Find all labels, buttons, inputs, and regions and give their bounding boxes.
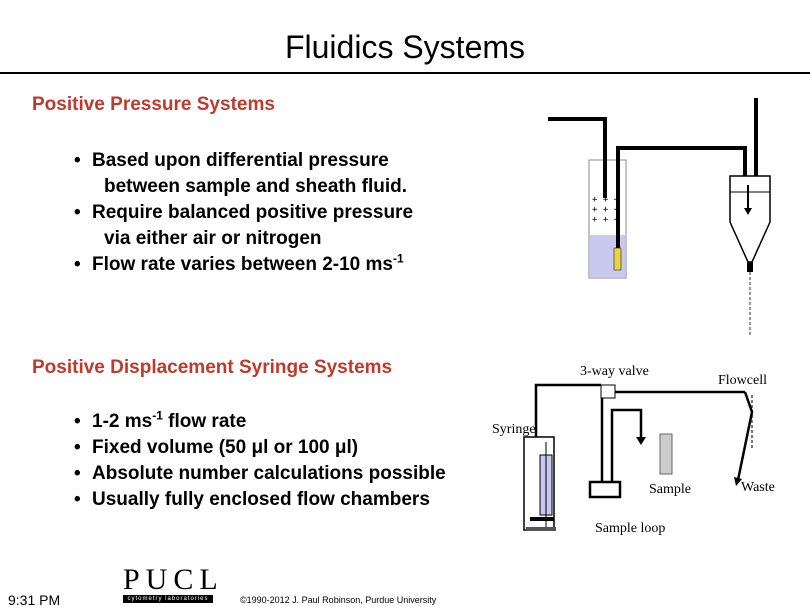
waste-arrow-icon [734,477,742,486]
syringe-system-bullets: •1-2 ms-1 flow rate •Fixed volume (50 μl… [74,409,446,513]
sample-tip [613,247,622,271]
bullet-item: •Flow rate varies between 2-10 ms-1 [74,251,404,275]
section-heading-syringe-systems: Positive Displacement Syringe Systems [32,357,393,378]
pressure-marks: + + + [592,215,620,225]
bullet-item-continuation: via either air or nitrogen [104,228,322,249]
pucl-logo: PUCL cytometry laboratories [123,563,224,603]
syringe-system-diagram: 3-way valve Flowcell Syringe Sample Wast… [492,364,775,536]
label-sample: Sample [649,482,691,497]
bullet-item-continuation: between sample and sheath fluid. [104,176,408,197]
label-waste: Waste [741,480,775,495]
bullet-item: •Absolute number calculations possible [74,463,446,484]
slide-time: 9:31 PM [8,592,61,607]
three-way-valve [600,384,616,399]
pressure-marks: + + + [592,205,620,215]
slide-title: Fluidics Systems [284,29,526,65]
sample-line [610,408,643,482]
syringe-line [534,383,601,437]
bullet-item: •Usually fully enclosed flow chambers [74,489,430,510]
label-syringe: Syringe [492,422,536,437]
sample-line [616,146,747,265]
label-flowcell: Flowcell [718,373,767,388]
down-arrow-icon [636,437,646,445]
label-sample-loop: Sample loop [595,521,665,536]
positive-pressure-bullets: •Based upon differential pressure betwee… [74,148,413,278]
bullet-item: •Fixed volume (50 μl or 100 μl) [74,437,359,458]
bullet-item: •1-2 ms-1 flow rate [74,408,247,432]
flow-chamber [729,175,771,263]
pressure-marks: + + + [592,195,620,205]
air-line [548,117,607,198]
label-3-way-valve: 3-way valve [580,364,649,379]
section-heading-positive-pressure: Positive Pressure Systems [32,94,275,115]
sample-loop [588,480,622,499]
title-divider [0,72,810,74]
positive-pressure-diagram: + + + + + + + + + [548,98,771,335]
sample-vial [659,433,673,475]
bullet-item: •Based upon differential pressure [74,150,389,171]
bullet-item: •Require balanced positive pressure [74,202,414,223]
copyright-notice: ©1990-2012 J. Paul Robinson, Purdue Univ… [240,595,437,605]
waste-line [736,391,754,481]
